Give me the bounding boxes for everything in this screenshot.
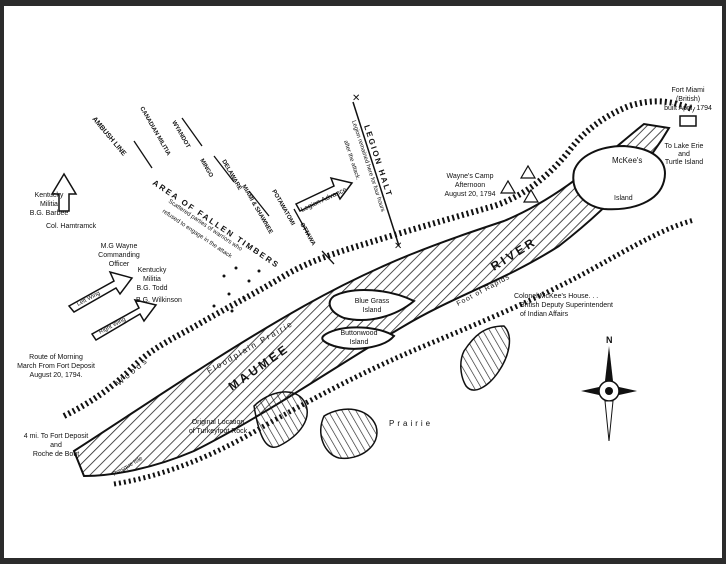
woods-label: Woods — [115, 355, 151, 387]
fort-miami-icon — [679, 115, 697, 127]
fort-miami-label-3: built April, 1794 — [664, 105, 712, 112]
kentucky-barbee-label-3: B.G. Barbee — [30, 210, 69, 217]
kentucky-arrow-icon — [50, 172, 78, 212]
fort-miami-label-2: (British) — [676, 96, 700, 103]
mckee-house-label: Colonel McKee's House. . . — [514, 293, 598, 300]
left-wing-arrow-icon — [67, 270, 134, 313]
svg-text:✕: ✕ — [352, 93, 360, 104]
north-bank — [62, 98, 696, 419]
svg-text:✕: ✕ — [394, 241, 402, 252]
legion-advance-label: Legion Advance — [300, 186, 348, 213]
lake-erie-label-3: Turtle Island — [665, 159, 703, 166]
blue-grass-label: Blue Grass — [355, 298, 390, 305]
river-label: RIVER — [488, 234, 539, 273]
area-fallen-timbers-label: AREA OF FALLEN TIMBERS — [151, 178, 281, 270]
buttonwood-label-2: Island — [350, 339, 369, 346]
kentucky-todd-label: Kentucky — [138, 267, 167, 274]
mckee-house-label-2: British Deputy Superintendent — [520, 302, 613, 309]
lake-erie-label: To Lake Erie — [665, 143, 704, 150]
buttonwood-island — [321, 326, 396, 350]
turkeyfoot-label: Original Location — [192, 419, 245, 426]
legion-halt-line — [352, 101, 400, 247]
blue-grass-island — [328, 288, 416, 322]
potawatomi-label: POTAWATOMI — [270, 189, 295, 227]
route-label-2: March From Fort Deposit — [17, 363, 95, 370]
hamtramck-label: Col. Hamtramck — [46, 223, 97, 230]
ambush-lines — [133, 117, 335, 265]
buttonwood-label: Buttonwood — [341, 330, 378, 337]
woods-dots — [212, 266, 261, 313]
turkeyfoot-label-2: of Turkeyfoot Rock — [189, 428, 248, 435]
ambush-line-label: AMBUSH LINE — [90, 116, 127, 158]
route-label-3: August 20, 1794. — [30, 372, 83, 379]
fort-deposit-label: 4 mi. To Fort Deposit — [24, 433, 89, 440]
kentucky-todd-label-2: Militia — [143, 276, 161, 283]
waynes-camp-label-2: Afternoon — [455, 182, 485, 189]
map-page: ✕ ✕ Fort Miami (British) built April, 17… — [4, 6, 722, 558]
wyandot-label: WYANDOT — [170, 120, 191, 150]
mckees-island-label: McKee's — [612, 156, 642, 165]
south-bank — [113, 217, 695, 487]
fort-miami-label: Fort Miami — [671, 87, 705, 94]
fort-deposit-label-2: and — [50, 442, 62, 449]
right-wing-arrow-icon — [90, 298, 158, 342]
wilkinson-label: B.G. Wilkinson — [136, 297, 182, 304]
north-label: N — [606, 335, 613, 345]
rapids-label: Foot of Rapids — [456, 274, 512, 308]
tent-icons — [499, 164, 540, 203]
south-shore-patches — [253, 391, 308, 448]
prairie-label: Prairie — [389, 419, 433, 428]
wayne-label: M.G Wayne — [101, 243, 138, 250]
south-shore-patches-2 — [320, 408, 378, 460]
scattered-label: Scattered parties of warriors who — [167, 199, 244, 253]
waynes-camp-label: Wayne's Camp — [447, 173, 494, 180]
maumee-label: MAUMEE — [226, 341, 292, 393]
battle-map: ✕ ✕ — [50, 93, 697, 487]
kentucky-barbee-label: Kentucky — [35, 192, 64, 199]
waynes-camp-label-3: August 20, 1794 — [445, 191, 496, 198]
right-wing-label: Right Wing — [98, 317, 127, 336]
blue-grass-label-2: Island — [363, 307, 382, 314]
presque-isle-label: Presque Isle — [112, 456, 144, 478]
kentucky-todd-label-3: B.G. Todd — [136, 285, 167, 292]
fort-deposit-label-3: Roche de Bout — [33, 451, 79, 458]
ottawa-label: OTTAWA — [298, 222, 316, 247]
route-label: Route of Morning — [29, 354, 83, 361]
wayne-label-3: Officer — [109, 261, 130, 268]
delaware-label: DELAWARE — [220, 159, 242, 191]
mckee-house-label-3: of Indian Affairs — [520, 311, 569, 318]
mingo-label: MINGO — [198, 158, 214, 179]
kentucky-barbee-label-2: Militia — [40, 201, 58, 208]
left-wing-label: Left Wing — [76, 291, 101, 308]
east-shore — [460, 325, 511, 391]
canadian-militia-label: CANADIAN MILITIA — [138, 106, 171, 157]
wayne-label-2: Commanding — [98, 252, 140, 259]
after-attack-label: after the attack. — [342, 140, 361, 182]
legion-advance-arrow-icon — [294, 176, 354, 212]
label-layer: Fort Miami (British) built April, 1794 T… — [17, 87, 712, 478]
mckees-island — [572, 144, 666, 211]
march-arrows — [50, 172, 354, 342]
compass-rose-icon — [581, 346, 637, 442]
lake-erie-label-2: and — [678, 151, 690, 158]
miami-shawnee-label: MIAMI & SHAWNEE — [240, 184, 273, 235]
mckees-island-label-2: Island — [614, 195, 633, 202]
